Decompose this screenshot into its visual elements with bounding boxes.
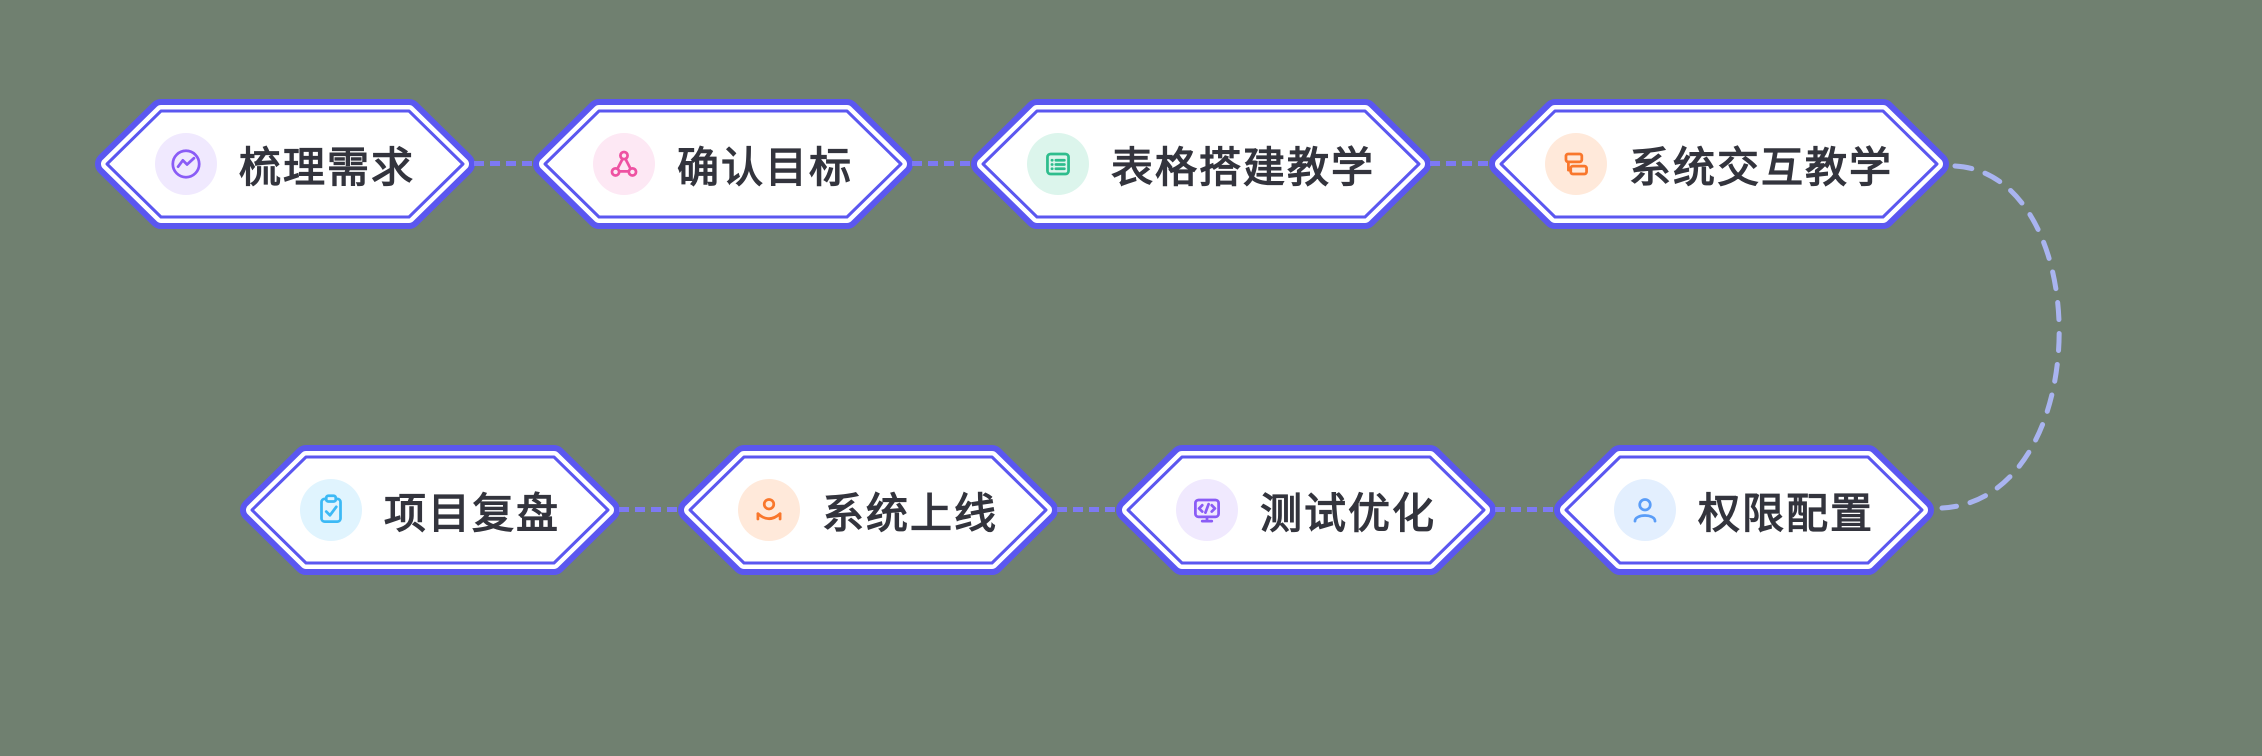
flow-node-permissions: 权限配置	[1554, 445, 1934, 575]
step-label: 权限配置	[1697, 489, 1874, 537]
step-label: 确认目标	[676, 143, 853, 191]
dashed-connector	[1495, 507, 1553, 512]
network-nodes-icon	[592, 133, 655, 195]
step-label: 测试优化	[1259, 489, 1436, 537]
dashed-connector	[1430, 161, 1488, 166]
user-icon	[1613, 479, 1676, 541]
dashed-connector	[1057, 507, 1115, 512]
flow-node-requirements: 梳理需求	[95, 99, 475, 229]
step-label: 梳理需求	[238, 143, 415, 191]
hand-launch-icon	[737, 479, 800, 541]
dashed-connector	[474, 161, 532, 166]
table-list-icon	[1026, 133, 1089, 195]
flow-blocks-icon	[1544, 133, 1607, 195]
flow-node-launch: 系统上线	[678, 445, 1058, 575]
dashed-connector	[912, 161, 970, 166]
step-label: 项目复盘	[383, 489, 560, 537]
step-label: 系统上线	[821, 489, 998, 537]
clipboard-check-icon	[299, 479, 362, 541]
chart-pulse-icon	[154, 133, 217, 195]
flow-node-testing: 测试优化	[1116, 445, 1496, 575]
dashed-connector	[619, 507, 677, 512]
step-label: 表格搭建教学	[1110, 143, 1375, 191]
step-label: 系统交互教学	[1628, 143, 1893, 191]
code-monitor-icon	[1175, 479, 1238, 541]
flow-node-review: 项目复盘	[240, 445, 620, 575]
flow-node-goals: 确认目标	[533, 99, 913, 229]
flow-node-table-teaching: 表格搭建教学	[971, 99, 1431, 229]
flow-node-interaction-teaching: 系统交互教学	[1489, 99, 1949, 229]
